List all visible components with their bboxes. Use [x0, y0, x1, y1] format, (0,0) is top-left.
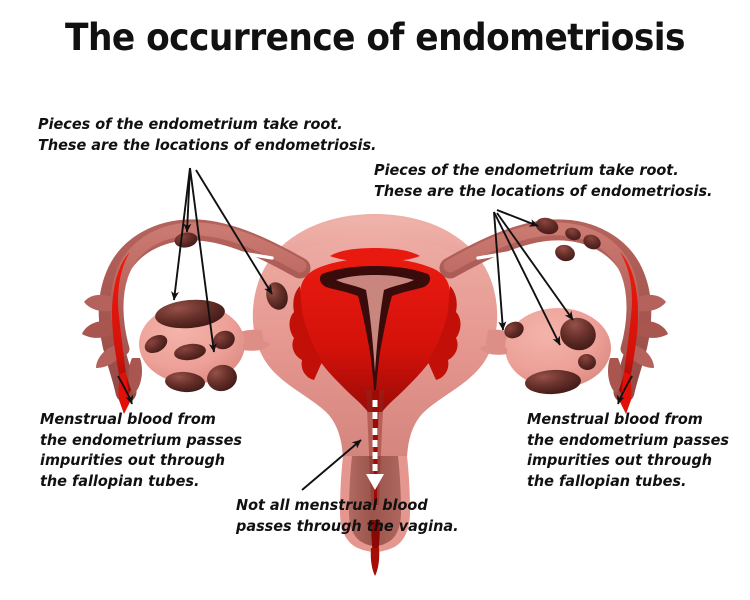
pointer-arrows [117, 167, 633, 491]
endometriosis-lesion [504, 321, 524, 339]
label-menstrual-blood-right: Menstrual blood from the endometrium pas… [527, 410, 729, 490]
endometriosis-lesion [174, 343, 206, 361]
endometriosis-lesion [144, 334, 168, 354]
page-title: The occurrence of endometriosis [65, 16, 685, 59]
left-ovary [139, 299, 270, 393]
left-fallopian-tube [82, 219, 311, 414]
right-fimbriae [608, 294, 668, 394]
endometriosis-lesion [583, 234, 601, 250]
uterine-cavity [319, 266, 431, 390]
endometriosis-lesion [565, 227, 581, 241]
endometriosis-lesion [578, 353, 596, 371]
right-ovary [480, 308, 611, 395]
endometriosis-lesion [535, 217, 559, 235]
label-endometrium-root-left: Pieces of the endometrium take root. The… [38, 115, 377, 154]
label-endometrium-root-right: Pieces of the endometrium take root. The… [374, 161, 713, 200]
endometriosis-lesion [555, 244, 575, 262]
endometriosis-lesion [560, 317, 596, 351]
menstrual-blood-flow [366, 400, 384, 490]
endometriosis-lesion [207, 364, 237, 392]
label-menstrual-blood-left: Menstrual blood from the endometrium pas… [40, 410, 242, 490]
label-not-all-blood-vagina: Not all menstrual blood passes through t… [236, 496, 459, 535]
endometriosis-lesion [213, 330, 235, 350]
endometriosis-lesion [525, 369, 581, 395]
endometriosis-lesion [165, 371, 205, 393]
